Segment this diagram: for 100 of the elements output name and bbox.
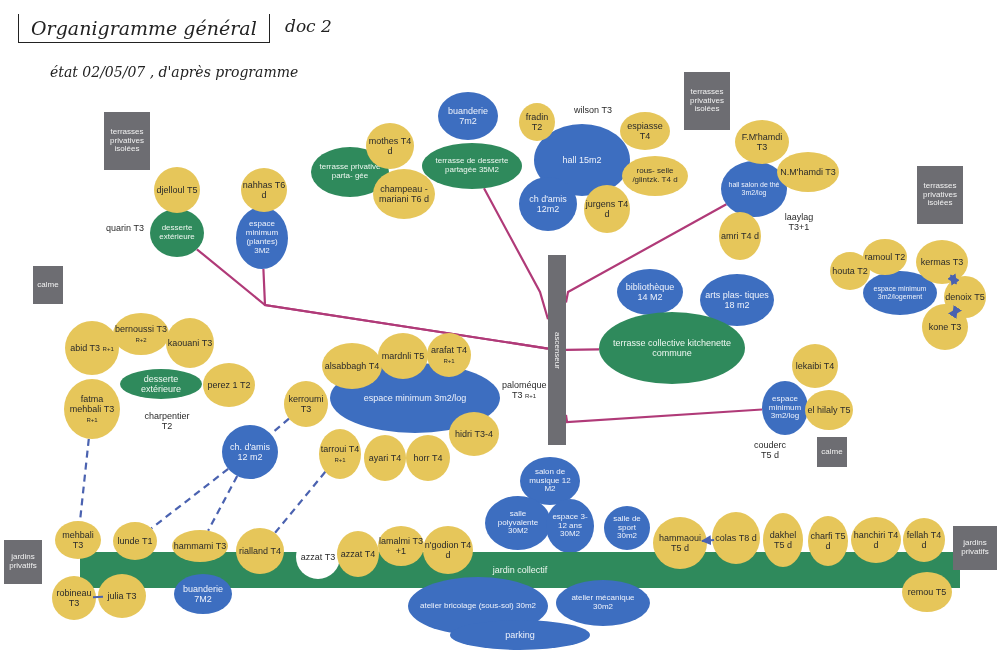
dwelling-label: kaouani T3 [167,337,213,349]
terrace-ellipse [150,209,204,257]
room-label: buanderie 7m2 [446,105,489,127]
room-label: parking [505,629,535,641]
dwelling-label: quarin T3 [106,222,144,234]
dwelling-label: n'godion T4 d [424,539,472,561]
zone-label: calme [37,280,59,290]
dwelling-label: kone T3 [928,321,962,333]
dwelling-circle [284,381,328,427]
zone-tag [817,437,847,467]
dwelling-label: hanchiri T4 d [852,529,900,551]
terrace-label: terrasse privative parta- gée [318,163,382,181]
connector-line [262,268,549,350]
dwelling-label: ramoul T2 [864,251,906,263]
dwelling-circle [319,429,361,479]
connector-line [483,187,550,320]
dwelling-label: charfi T5 d [809,530,847,552]
zone-label: calme [821,447,843,457]
dwelling-circle [113,313,169,355]
arrow [701,535,715,546]
dwelling-label: fellah T4 d [905,529,943,551]
zone-tag [917,166,963,224]
dwelling-label: mehbali T3 [61,529,95,551]
dwelling-circle [519,103,555,141]
zone-label: terrasses privatives isolées [922,181,958,209]
dwelling-circle [622,156,688,196]
dwelling-circle [916,240,968,284]
dwelling-circle [378,526,424,566]
dwelling-label: charpentier T2 [143,410,191,432]
dwelling-circle [113,522,157,560]
dwelling-label: mothes T4 d [367,135,413,157]
dwelling-circle [166,318,214,368]
dwelling-circle [236,528,284,574]
room-ellipse [236,207,288,269]
dwelling-circle [172,530,228,562]
dwelling-label: azzat T4 [340,548,376,560]
zone-label: terrasses privatives isolées [689,87,725,115]
zone-tag [953,526,997,570]
dwelling-label: djelloul T5 [156,184,198,196]
dwelling-circle [719,212,761,260]
dwelling-circle [364,435,406,481]
zone-label: terrasses privatives isolées [109,127,145,155]
room-label: bibliothèque 14 M2 [624,281,676,303]
room-label: ch. d'amis 12 m2 [228,441,272,463]
dwelling-label: laaylag T3+1 [783,211,815,233]
connector-line [207,475,239,532]
dwelling-label: colas T8 d [715,532,757,544]
title: Organigramme général [18,14,270,43]
dwelling-circle [427,333,471,377]
dwelling-circle [620,112,670,150]
doc-number: doc 2 [285,16,332,36]
connector-line [274,471,327,534]
room-label: salle polyvalente 30M2 [496,509,540,537]
dwelling-circle [55,521,101,559]
dwelling-circle [792,344,838,388]
dwelling-circle [423,526,473,574]
room-label: espace minimum (plantes) 3M2 [244,220,280,256]
dwelling-label: rialland T4 [239,545,281,557]
dwelling-label: F.M'hamdi T3 [740,131,784,153]
dwelling-label: nahhas T6 d [242,179,286,201]
dwelling-circle [712,512,760,564]
room-label: salon de musique 12 M2 [528,467,572,495]
dwelling-label: champeau - mariani T6 d [378,183,430,205]
dwelling-circle [851,517,901,563]
dwelling-label: houta T2 [832,265,868,277]
dwelling-label: julia T3 [107,590,137,602]
terrace-label: desserte extérieure [140,373,182,395]
room-label: salle de sport 30m2 [612,514,642,542]
zone-tag [4,540,42,584]
zone-tag [684,72,730,130]
terrace-label: terrasse collective kitchenette commune [611,337,733,359]
dwelling-label: dakhel T5 d [768,529,798,551]
dwelling-circle [808,516,848,566]
dwelling-label: el hilaly T5 [807,404,851,416]
dwelling-circle [322,343,382,389]
zone-label: jardins privatifs [8,553,38,571]
dwelling-circle [902,572,952,612]
room-label: buanderie 7M2 [181,583,224,605]
dwelling-label: fradin T2 [524,111,550,133]
dwelling-circle [64,379,120,439]
terrace-label: desserte extérieure [158,224,196,242]
room-ellipse [222,425,278,479]
dwelling-circle [373,169,435,219]
room-ellipse [174,574,232,614]
elevator-label: ascenseur [552,331,562,369]
dwelling-circle [154,167,200,213]
room-ellipse [604,506,650,550]
arrow [948,305,962,319]
room-label: espace minimum 3m2/log [363,392,467,404]
dwelling-circle [653,517,707,569]
dwelling-label: ayari T4 [368,452,402,464]
dwelling-circle [406,435,450,481]
connector-line [566,348,599,351]
dwelling-label: rous- selle /glintzk. T4 d [631,167,679,185]
room-label: espace minimum 3m2/log [767,394,803,422]
dwelling-circle [763,513,803,567]
terrace-label: terrasse de desserte partagée 35M2 [434,157,510,175]
room-label: ch d'amis 12m2 [528,193,568,215]
dwelling-circle [903,518,945,562]
room-label: atelier mécanique 30m2 [570,594,636,612]
